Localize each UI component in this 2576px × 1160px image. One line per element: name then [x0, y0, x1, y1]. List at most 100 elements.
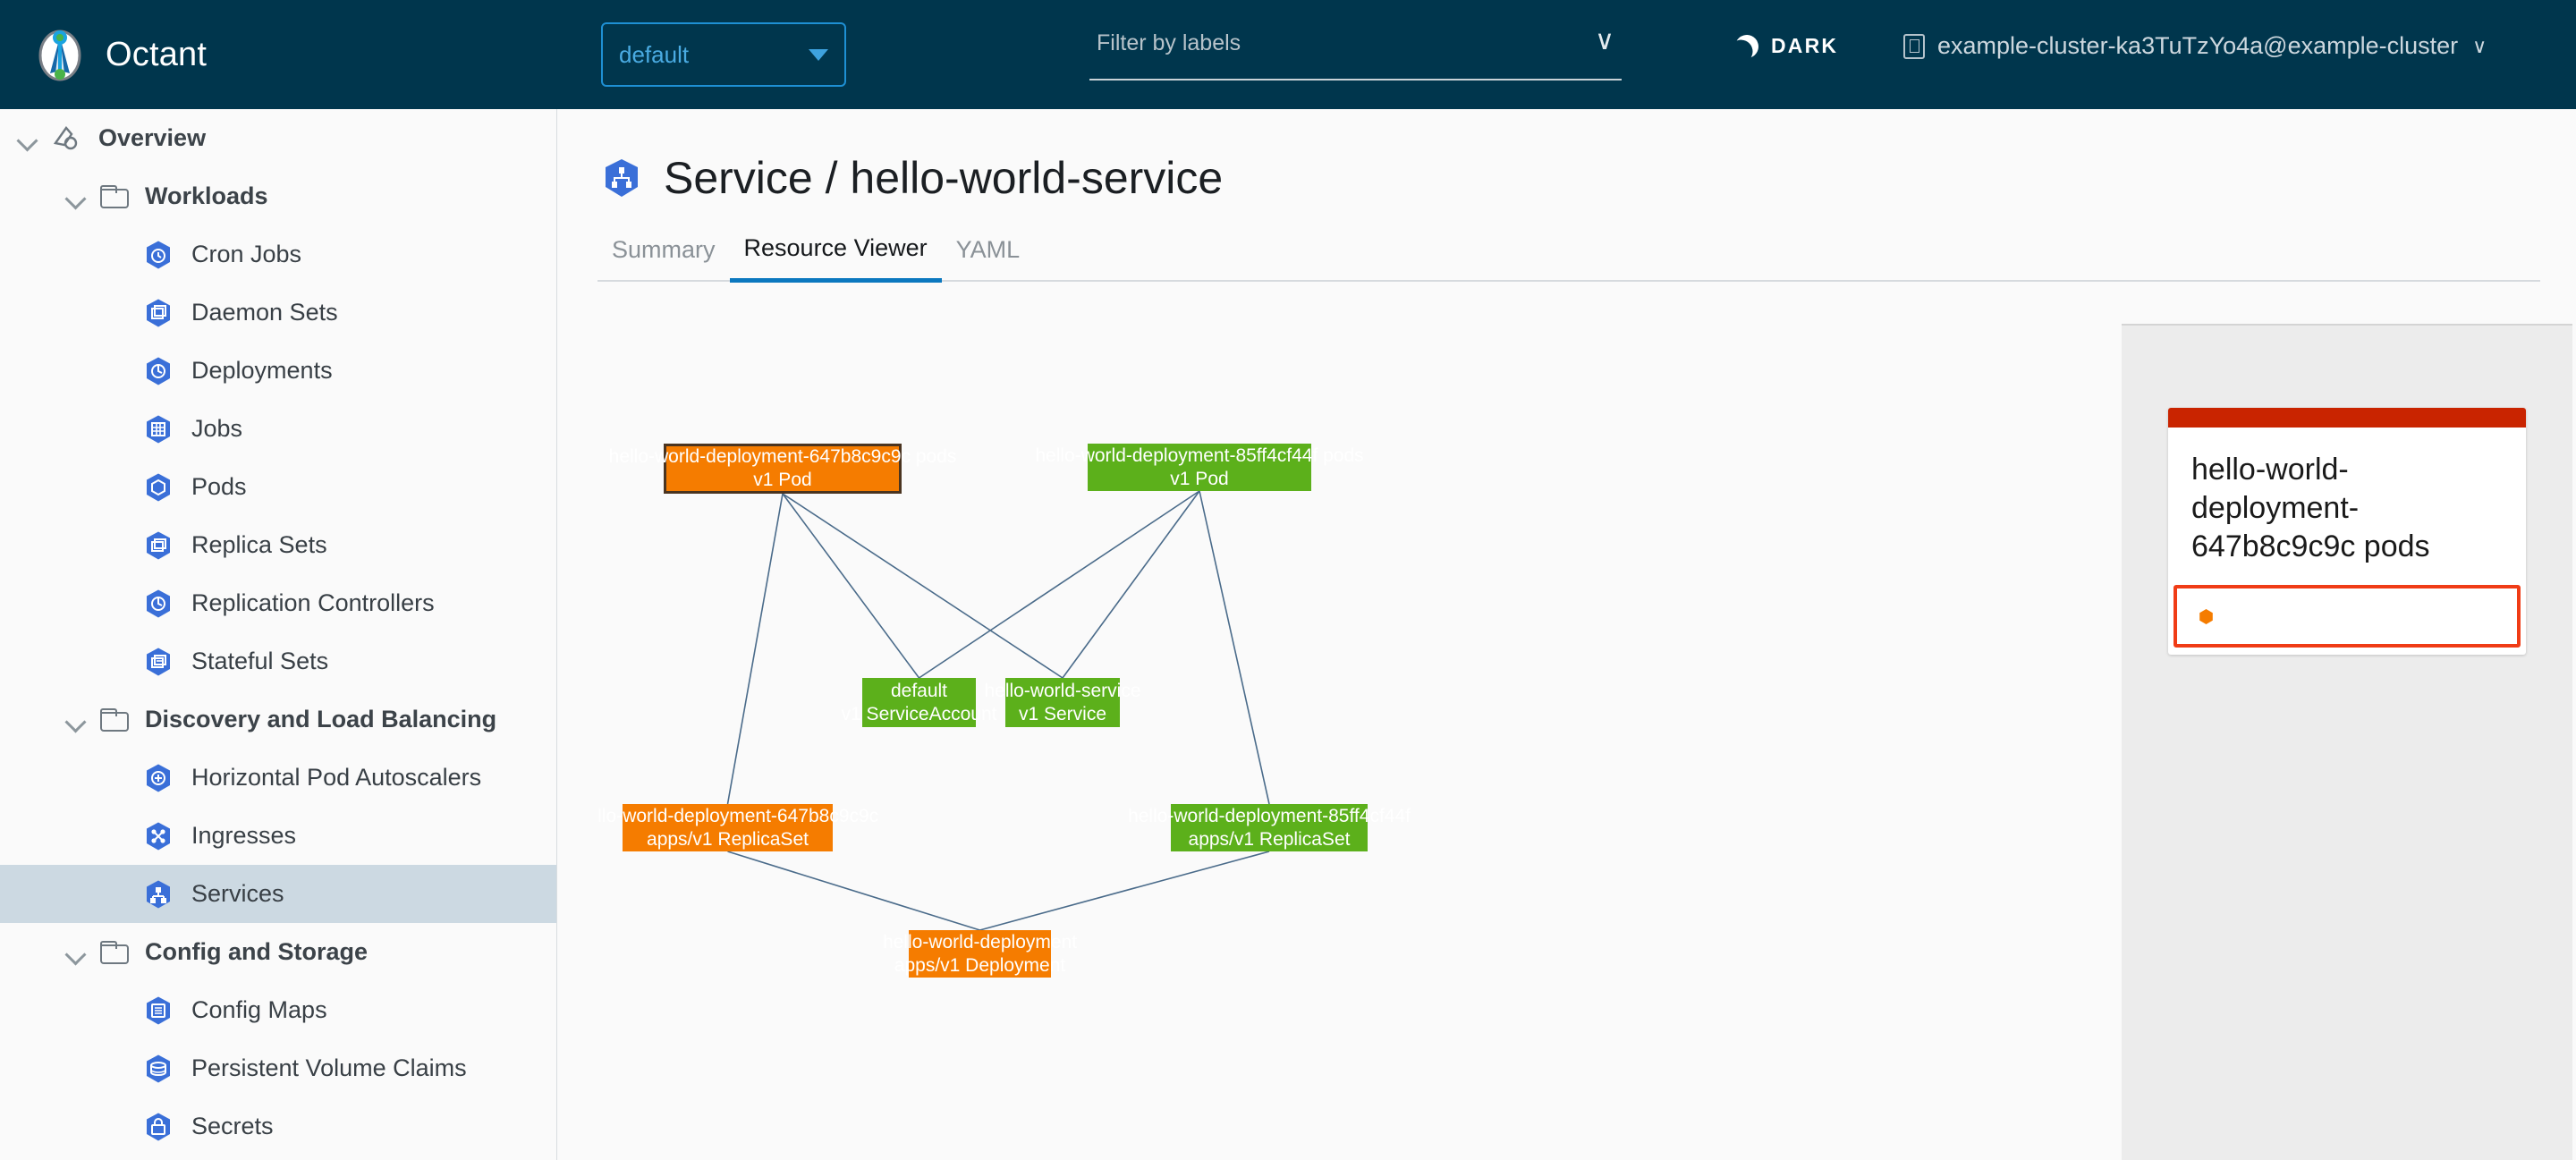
- sidebar-item-label: Persistent Volume Claims: [191, 1054, 467, 1081]
- card-status-box[interactable]: [2174, 585, 2521, 648]
- graph-node-name: hello-world-deployment-85ff4cf44f pods: [1035, 445, 1364, 466]
- k8s-configmap-icon: [143, 995, 174, 1026]
- graph-edges: [726, 490, 1270, 931]
- chevron-down-icon: ∨: [2472, 34, 2487, 57]
- sidebar-item-label: Daemon Sets: [191, 299, 338, 326]
- sidebar-item-services[interactable]: Services: [0, 865, 556, 923]
- dark-mode-toggle[interactable]: DARK: [1735, 34, 1838, 58]
- sidebar-item-label: Overview: [98, 124, 207, 151]
- graph-node-kind: v1 Pod: [753, 470, 812, 490]
- overview-icon: [52, 125, 82, 152]
- cluster-name: example-cluster-ka3TuTzYo4a@example-clus…: [1937, 32, 2459, 59]
- sidebar-item-label: Stateful Sets: [191, 648, 329, 674]
- k8s-secret-icon: [143, 1112, 174, 1142]
- sidebar-item-stateful-sets[interactable]: Stateful Sets: [0, 632, 556, 690]
- k8s-replicaset-icon: [143, 530, 174, 561]
- graph-edge: [1062, 490, 1200, 679]
- chevron-down-icon[interactable]: [64, 941, 88, 964]
- sidebar-item-label: Pods: [191, 473, 247, 500]
- folder-icon: [100, 940, 129, 964]
- sidebar-item-label: Config Maps: [191, 996, 327, 1023]
- sidebar-item-config-and-storage[interactable]: Config and Storage: [0, 923, 556, 981]
- k8s-pod-icon: [143, 472, 174, 503]
- sidebar-item-label: Horizontal Pod Autoscalers: [191, 764, 482, 791]
- sidebar-item-cron-jobs[interactable]: Cron Jobs: [0, 225, 556, 284]
- sidebar-item-label: Cron Jobs: [191, 241, 302, 267]
- graph-edge: [782, 493, 920, 679]
- sidebar-item-overview[interactable]: Overview: [0, 109, 556, 167]
- label-filter-input[interactable]: Filter by labels ∨: [1089, 28, 1622, 80]
- tab-yaml[interactable]: YAML: [942, 236, 1035, 280]
- k8s-service-icon: [601, 157, 642, 199]
- graph-edge: [979, 851, 1270, 931]
- sidebar-item-ingresses[interactable]: Ingresses: [0, 807, 556, 865]
- sidebar-item-label: Deployments: [191, 357, 333, 384]
- k8s-hpa-icon: [143, 763, 174, 793]
- tab-resource-viewer[interactable]: Resource Viewer: [729, 234, 942, 283]
- label-filter-placeholder: Filter by labels: [1097, 30, 1241, 55]
- sidebar-item-jobs[interactable]: Jobs: [0, 400, 556, 458]
- sidebar-item-label: Config and Storage: [145, 938, 368, 965]
- sidebar-item-label: Secrets: [191, 1113, 274, 1139]
- graph-edge: [727, 851, 980, 931]
- sidebar-item-label: Services: [191, 880, 284, 907]
- k8s-daemonset-icon: [143, 298, 174, 328]
- k8s-pvc-icon: [143, 1054, 174, 1084]
- sidebar-item-daemon-sets[interactable]: Daemon Sets: [0, 284, 556, 342]
- brand[interactable]: Octant: [32, 27, 506, 82]
- k8s-job-icon: [143, 414, 174, 445]
- card-status-bar: [2168, 408, 2526, 428]
- sidebar-item-pods[interactable]: Pods: [0, 458, 556, 516]
- graph-edge: [919, 490, 1200, 679]
- sidebar-item-secrets[interactable]: Secrets: [0, 1097, 556, 1156]
- graph-node-name: hello-world-deployment-647b8c9c9c: [597, 805, 879, 826]
- folder-icon: [100, 184, 129, 208]
- graph-edge: [782, 493, 1063, 679]
- sidebar-item-config-maps[interactable]: Config Maps: [0, 981, 556, 1039]
- graph-node-kind: apps/v1 Deployment: [894, 954, 1066, 976]
- graph-node-kind: v1 ServiceAccount: [841, 703, 997, 724]
- tab-summary[interactable]: Summary: [597, 236, 730, 280]
- sidebar-item-label: Workloads: [145, 182, 268, 209]
- sidebar-item-workloads[interactable]: Workloads: [0, 167, 556, 225]
- page-header: Service / hello-world-service: [558, 109, 2576, 204]
- graph-node-name: hello-world-service: [984, 680, 1141, 701]
- sidebar-item-deployments[interactable]: Deployments: [0, 342, 556, 400]
- chevron-down-icon[interactable]: [16, 127, 39, 150]
- graph-node-name: hello-world-deployment-85ff4cf44f: [1128, 805, 1411, 826]
- chevron-down-icon: [809, 48, 828, 61]
- graph-node-name: hello-world-deployment-647b8c9c9c pods: [608, 446, 957, 468]
- detail-panel: hello-world-deployment-647b8c9c9c pods: [2122, 324, 2572, 1160]
- sidebar-item-discovery-and-load-balancing[interactable]: Discovery and Load Balancing: [0, 690, 556, 749]
- sidebar-item-persistent-volume-claims[interactable]: Persistent Volume Claims: [0, 1039, 556, 1097]
- octant-logo-icon: [32, 27, 88, 82]
- sidebar-item-horizontal-pod-autoscalers[interactable]: Horizontal Pod Autoscalers: [0, 749, 556, 807]
- card-title: hello-world-deployment-647b8c9c9c pods: [2191, 453, 2430, 563]
- cluster-icon: [1903, 33, 1925, 59]
- top-header-bar: Octant default Filter by labels ∨ DARK e…: [0, 0, 2576, 109]
- hexagon-status-dot-icon[interactable]: [2199, 608, 2213, 624]
- chevron-down-icon[interactable]: [64, 708, 88, 732]
- namespace-select[interactable]: default: [601, 22, 846, 87]
- sidebar-item-replication-controllers[interactable]: Replication Controllers: [0, 574, 556, 632]
- k8s-cronjob-icon: [143, 240, 174, 270]
- k8s-ingress-icon: [143, 821, 174, 851]
- graph-edge: [1199, 490, 1270, 805]
- folder-icon: [100, 707, 129, 732]
- sidebar-item-replica-sets[interactable]: Replica Sets: [0, 516, 556, 574]
- page-title: Service / hello-world-service: [664, 153, 1224, 203]
- cluster-context-picker[interactable]: example-cluster-ka3TuTzYo4a@example-clus…: [1903, 32, 2487, 60]
- chevron-down-icon[interactable]: [64, 185, 88, 208]
- namespace-select-value: default: [619, 40, 690, 68]
- selected-node-card[interactable]: hello-world-deployment-647b8c9c9c pods: [2168, 408, 2526, 656]
